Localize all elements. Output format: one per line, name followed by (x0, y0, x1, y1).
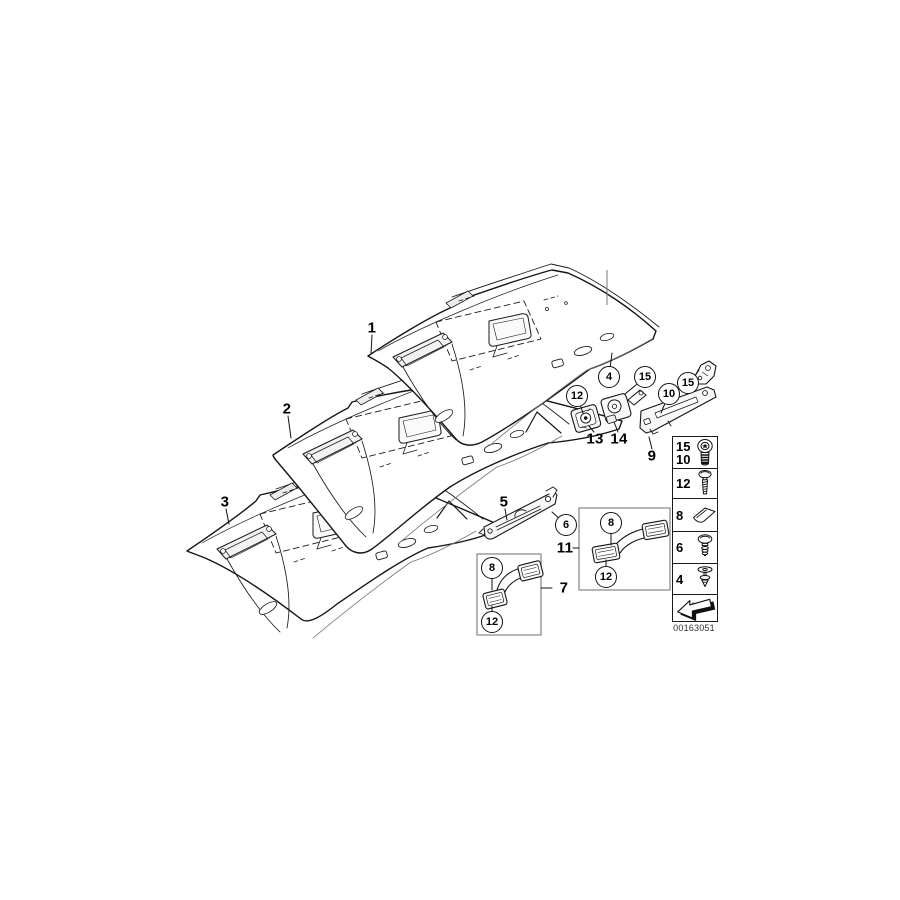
legend-row-12: 12 (673, 469, 717, 499)
legend-number-15[interactable]: 15 (676, 438, 691, 454)
direction-arrow-box (672, 594, 718, 622)
part-9-rail (639, 386, 717, 435)
callout-8[interactable]: 8 (481, 557, 503, 579)
legend-number-8[interactable]: 8 (676, 507, 684, 523)
legend-number-4[interactable]: 4 (676, 571, 684, 587)
long-screw-icon (698, 469, 712, 494)
callout-4[interactable]: 4 (598, 366, 620, 388)
legend-row-6: 6 (673, 532, 717, 564)
callout-12[interactable]: 12 (566, 385, 588, 407)
part-label-13[interactable]: 13 (586, 430, 604, 448)
legend-number-6[interactable]: 6 (676, 540, 684, 555)
part-label-3[interactable]: 3 (220, 493, 230, 511)
part-label-5[interactable]: 5 (499, 493, 509, 511)
image-code: 00163051 (673, 623, 715, 633)
legend-row-15-10: 15 10 (673, 437, 717, 469)
callout-12c[interactable]: 12 (595, 566, 617, 588)
callout-10[interactable]: 10 (658, 383, 680, 405)
legend-number-10[interactable]: 10 (676, 451, 691, 467)
part-13-clamp (570, 404, 602, 433)
roof-bow-mark (525, 411, 562, 434)
expanding-rivet-icon (697, 566, 713, 587)
callout-8b[interactable]: 8 (600, 512, 622, 534)
part-label-7[interactable]: 7 (559, 579, 569, 597)
part-label-14[interactable]: 14 (610, 430, 628, 448)
callout-12b[interactable]: 12 (481, 611, 503, 633)
part-label-9[interactable]: 9 (647, 447, 657, 465)
legend-row-8: 8 (673, 499, 717, 532)
callout-6[interactable]: 6 (555, 514, 577, 536)
part-11-grab-handle-box (578, 507, 671, 591)
direction-arrow-icon (677, 598, 716, 621)
fasteners-legend: 15 10 12 8 (672, 436, 718, 595)
callout-15b[interactable]: 15 (677, 372, 699, 394)
legend-row-4: 4 (673, 564, 717, 594)
part-label-2[interactable]: 2 (282, 400, 292, 418)
torx-screw-icon (697, 438, 713, 465)
part-label-11[interactable]: 11 (556, 539, 574, 557)
part-14-clamp (600, 389, 647, 424)
roof-bow-mark (436, 500, 468, 520)
part-label-1[interactable]: 1 (367, 319, 377, 337)
callout-15[interactable]: 15 (634, 366, 656, 388)
short-screw-icon (697, 533, 713, 556)
headliner-panel-3 (186, 455, 498, 639)
part-15-corner-bracket (693, 360, 717, 385)
headliner-panel-1 (367, 263, 660, 447)
adhesive-pad-icon (693, 507, 716, 523)
headliner-panel-2 (272, 360, 623, 554)
legend-number-12[interactable]: 12 (676, 476, 691, 491)
part-5-bracket (478, 486, 558, 540)
